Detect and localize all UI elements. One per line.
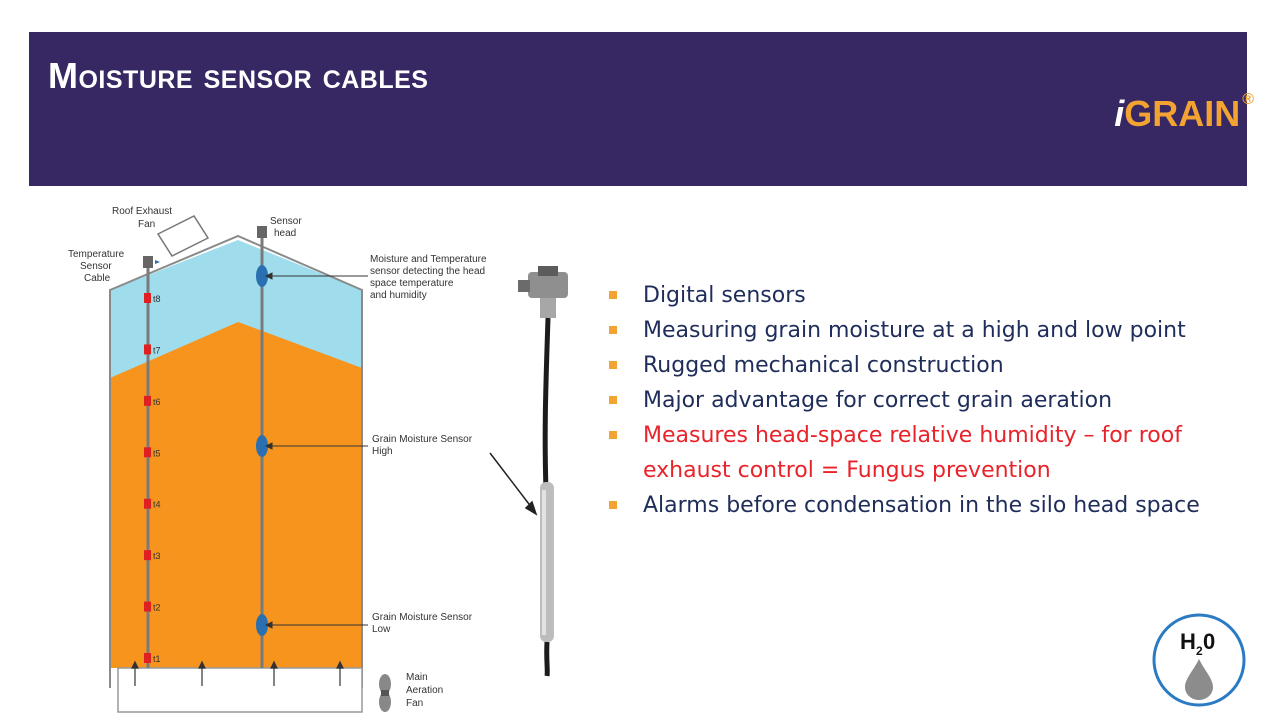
bullet-square-icon bbox=[609, 326, 617, 334]
fan-label-2: Aeration bbox=[406, 685, 443, 696]
headspace-label-4: and humidity bbox=[370, 290, 427, 301]
temperature-point bbox=[144, 653, 151, 663]
sensor-head-label-2: head bbox=[274, 228, 296, 239]
temperature-point bbox=[144, 344, 151, 355]
temp-cable-label-2: Sensor bbox=[80, 261, 112, 272]
bullet-square-icon bbox=[609, 396, 617, 404]
sensor-cable-photo bbox=[518, 266, 568, 677]
high-label-2: High bbox=[372, 446, 393, 457]
igrain-logo: iGRAIN® bbox=[1114, 91, 1254, 134]
aeration-floor bbox=[117, 667, 363, 713]
water-drop-icon bbox=[1185, 659, 1213, 700]
roof-exhaust-fan-icon bbox=[156, 215, 210, 257]
grain-fill bbox=[110, 322, 362, 668]
header-banner bbox=[29, 32, 1247, 186]
badge-h: H bbox=[1180, 629, 1196, 654]
badge-sub: 2 bbox=[1196, 644, 1203, 658]
temp-cable-label-3: Cable bbox=[84, 273, 111, 284]
bullet-item: Major advantage for correct grain aerati… bbox=[606, 383, 1266, 418]
bullet-square-icon bbox=[609, 501, 617, 509]
roof-fan-label-1: Roof Exhaust bbox=[112, 206, 172, 217]
temperature-point-label: t7 bbox=[153, 345, 161, 355]
silo-diagram: Main Aeration Fan Roof Exhaust Fan Tempe… bbox=[68, 206, 568, 713]
high-label-1: Grain Moisture Sensor bbox=[372, 434, 473, 445]
bullet-item: Alarms before condensation in the silo h… bbox=[606, 488, 1266, 523]
bullet-item-highlight: Measures head-space relative humidity – … bbox=[606, 418, 1266, 488]
temperature-point bbox=[144, 601, 151, 612]
temperature-point-label: t3 bbox=[153, 551, 161, 561]
temperature-point-label: t2 bbox=[153, 603, 161, 613]
moisture-sensor-low bbox=[256, 614, 268, 636]
bullet-item: Digital sensors bbox=[606, 278, 1266, 313]
fan-label-1: Main bbox=[406, 672, 428, 683]
aeration-arrows bbox=[131, 660, 344, 686]
temp-cable-label-1: Temperature bbox=[68, 249, 125, 260]
bullet-square-icon bbox=[609, 361, 617, 369]
headspace-sensor bbox=[256, 265, 268, 287]
feature-list: Digital sensors Measuring grain moisture… bbox=[606, 278, 1266, 523]
roof-fan-label-2: Fan bbox=[138, 219, 155, 230]
temperature-point-label: t6 bbox=[153, 397, 161, 407]
temperature-point-label: t8 bbox=[153, 294, 161, 304]
temperature-point bbox=[144, 293, 151, 303]
low-label-2: Low bbox=[372, 624, 391, 635]
bullet-item: Measuring grain moisture at a high and l… bbox=[606, 313, 1266, 348]
bullet-square-icon bbox=[609, 291, 617, 299]
temperature-point bbox=[144, 498, 151, 509]
sensor-head-label-1: Sensor bbox=[270, 216, 302, 227]
badge-o: 0 bbox=[1203, 629, 1215, 654]
temperature-point bbox=[144, 395, 151, 406]
bullet-item: Rugged mechanical construction bbox=[606, 348, 1266, 383]
temperature-points: t8 t7 t6 t5 t4 t3 t2 t1 bbox=[144, 293, 161, 664]
moisture-sensor-high bbox=[256, 435, 268, 457]
fan-label-3: Fan bbox=[406, 698, 423, 709]
headspace-label-2: sensor detecting the head bbox=[370, 266, 485, 277]
silo-wall bbox=[109, 234, 363, 688]
headspace-label-1: Moisture and Temperature bbox=[370, 254, 487, 265]
low-label-1: Grain Moisture Sensor bbox=[372, 612, 473, 623]
temperature-point bbox=[144, 550, 151, 561]
temperature-point bbox=[144, 447, 151, 458]
aeration-fan-icon bbox=[379, 674, 391, 712]
temperature-point-label: t5 bbox=[153, 448, 161, 458]
temperature-point-label: t1 bbox=[153, 654, 161, 664]
headspace-label-3: space temperature bbox=[370, 278, 454, 289]
h2o-badge: H 2 0 bbox=[1152, 613, 1246, 707]
bullet-square-icon bbox=[609, 431, 617, 439]
temperature-point-label: t4 bbox=[153, 500, 161, 510]
page-title: Moisture sensor cables bbox=[48, 55, 429, 96]
